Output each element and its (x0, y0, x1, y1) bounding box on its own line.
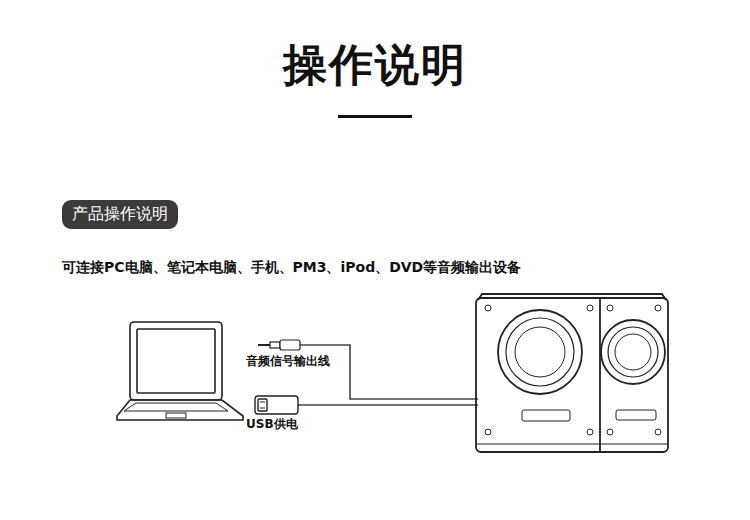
description-text: 可连接PC电脑、笔记本电脑、手机、PM3、iPod、DVD等音频输出设备 (62, 259, 521, 277)
section-tag-text: 产品操作说明 (72, 204, 168, 225)
cable-label: 音频信号输出线 (246, 353, 330, 370)
speaker-drawing (476, 294, 668, 452)
cable-label: USB供电 (246, 416, 298, 433)
title-underline (338, 115, 412, 118)
page-title: 操作说明 (0, 36, 750, 95)
laptop-drawing (117, 322, 243, 420)
usb-plug (255, 396, 298, 414)
audio-plug (258, 340, 300, 350)
section-tag: 产品操作说明 (62, 200, 178, 229)
